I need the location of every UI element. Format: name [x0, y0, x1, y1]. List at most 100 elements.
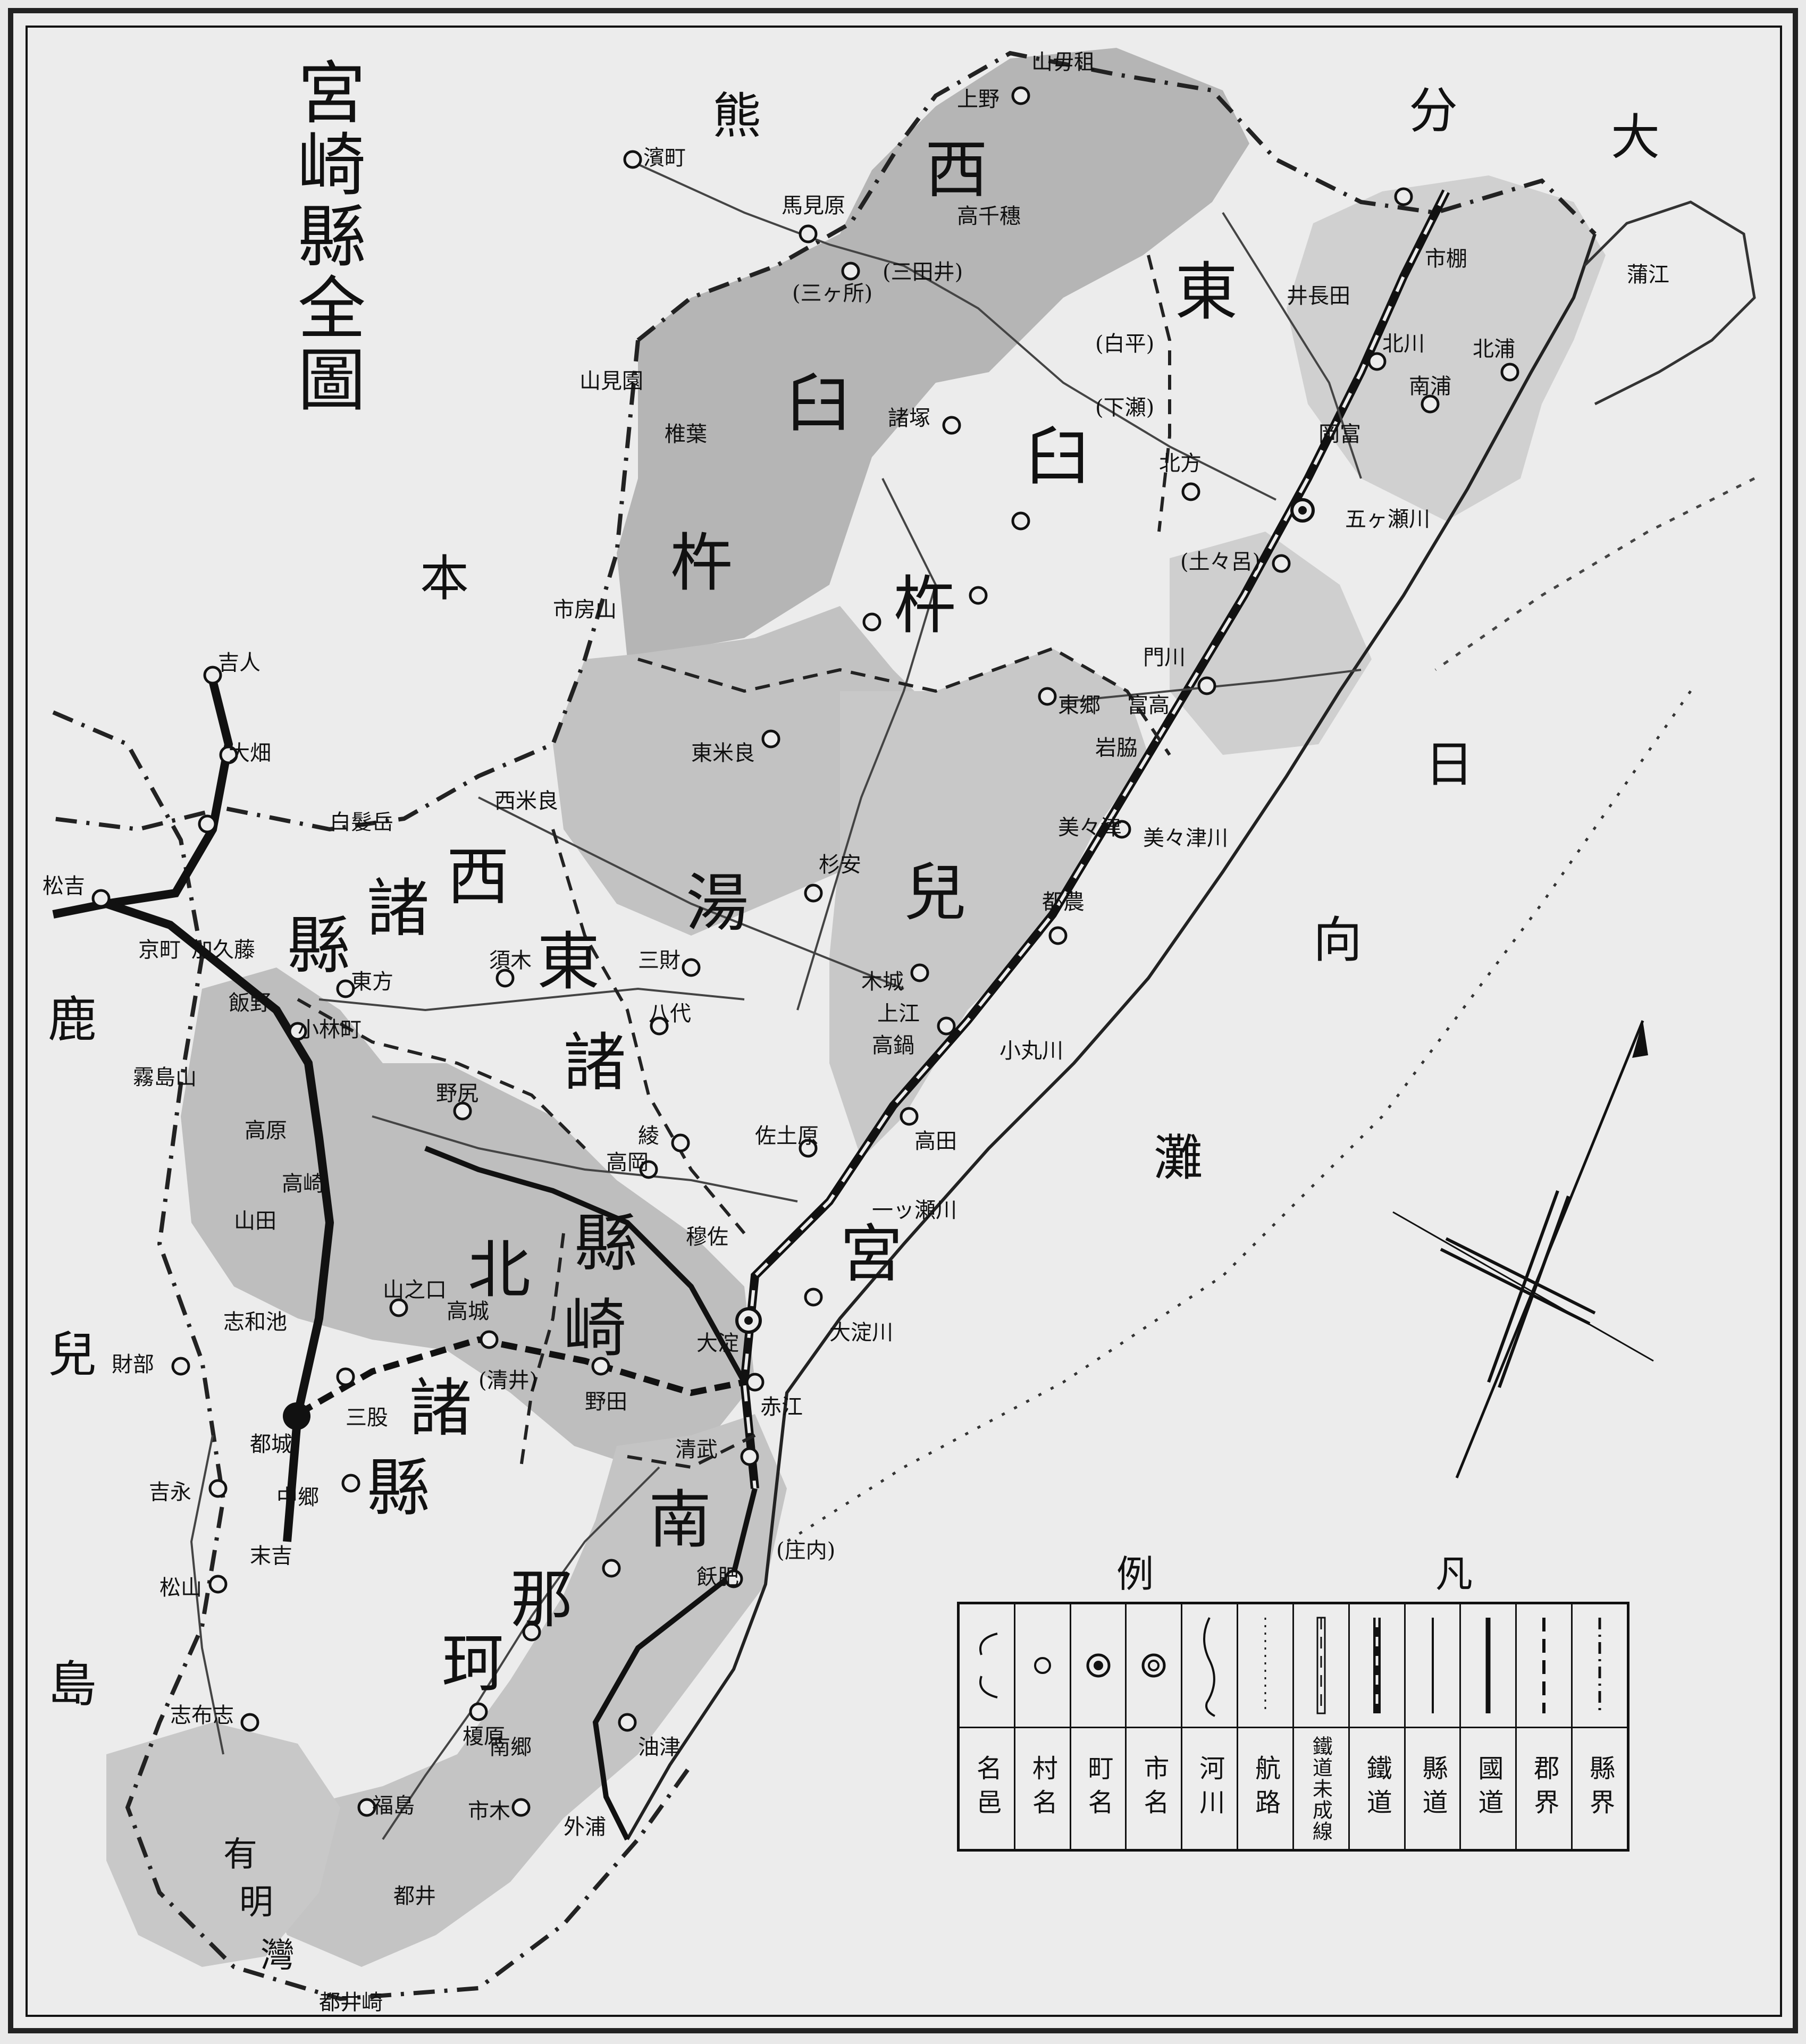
village-marker-kobayashi	[288, 1022, 307, 1041]
place-label-kamino: 上野	[957, 87, 999, 112]
dot-circle-icon	[1086, 1653, 1111, 1678]
place-label-mukasa: 穆佐	[686, 1225, 728, 1249]
paren-icon	[979, 1633, 998, 1698]
village-marker-matsuyama	[208, 1575, 228, 1594]
place-label-kijo: 木城	[861, 970, 904, 994]
map-title-5: 圖	[298, 341, 372, 420]
village-marker-obi	[724, 1569, 743, 1588]
village-marker-ebino	[522, 1622, 541, 1642]
village-marker-nita	[900, 1107, 919, 1126]
place-label-minamiura: 南浦	[1409, 374, 1451, 399]
city-marker-nobeoka-center	[1298, 506, 1307, 515]
dash-line-icon	[1542, 1618, 1546, 1713]
district-label-higashiusuki-2: 臼	[1026, 420, 1089, 493]
place-label-haibara: 榎原	[463, 1725, 505, 1749]
district-koyu-coast-area	[829, 649, 1148, 1159]
place-label-aya: 綾	[638, 1124, 659, 1148]
place-label-miyakonojo: 都城	[250, 1432, 292, 1457]
village-marker-oyodo	[804, 1288, 823, 1307]
unfinished-rail-icon	[1316, 1617, 1326, 1714]
village-marker-mimitsu	[1112, 820, 1131, 839]
place-label-matsuyoshi: 松吉	[43, 874, 85, 898]
place-label-sueyoshi: 末吉	[250, 1544, 292, 1568]
legend-item-kokudo: 國道	[1461, 1604, 1517, 1849]
place-label-sugiyasu: 杉安	[819, 853, 861, 877]
place-label-aburatsu: 油津	[638, 1735, 681, 1760]
place-label-shiragadake: 白髮岳	[330, 810, 393, 835]
place-label-takarabe: 財部	[112, 1352, 154, 1377]
legend-item-sonmei: 村名	[1015, 1604, 1071, 1849]
village-marker-takajo	[389, 1298, 408, 1317]
village-marker-matsuyoshi	[91, 889, 111, 908]
village-markers	[91, 86, 1519, 1817]
place-label-yamada: 山田	[234, 1209, 276, 1233]
shaded-districts	[106, 48, 1606, 1967]
village-marker-suki	[495, 969, 515, 988]
place-label-iwawaki: 岩脇	[1095, 736, 1138, 760]
place-label-noda: 野田	[585, 1390, 627, 1414]
miyakonojo-railway	[296, 1336, 745, 1417]
ariake-bay-area	[106, 1722, 340, 1967]
place-label-shounai: (庄内)	[776, 1538, 835, 1563]
map-title-1: 宮	[298, 54, 372, 133]
legend-table: 名邑 村名 町名 市名 河川 航路 鐵道未成線 鐵道	[957, 1602, 1629, 1852]
district-label-nishimorokata-2: 諸	[367, 872, 430, 945]
place-label-ichitana: 市棚	[1425, 247, 1467, 271]
district-kitamorokata-area	[181, 968, 755, 1467]
place-label-yatake: 大畑	[229, 741, 271, 766]
village-marker-takaoka	[639, 1160, 658, 1179]
legend-label-kouro: 航路	[1250, 1754, 1281, 1823]
place-label-yamagasa: 山毋租	[1031, 50, 1095, 74]
city-marker-miyakonojo	[283, 1402, 310, 1430]
map-legend: 例 凡 名邑 村名 町名 市名 河川 航路 鐵道未成線	[957, 1544, 1629, 1853]
sea-label-ariake-2: 明	[239, 1883, 273, 1922]
village-marker-morotsuka	[942, 416, 961, 435]
circle-icon	[1034, 1657, 1051, 1674]
place-label-higashimera: 東米良	[691, 741, 755, 766]
district-label-nishimorokata-3: 縣	[287, 909, 350, 982]
coastline-northeast	[1583, 200, 1756, 406]
province-label-kumamoto-1: 熊	[712, 88, 761, 145]
village-marker-yamanokuchi	[336, 1367, 355, 1386]
district-label-nishiusuki-2: 臼	[787, 367, 850, 440]
village-marker-nishigou	[969, 586, 988, 605]
legend-label-choumei: 町名	[1083, 1754, 1113, 1823]
place-label-oyodogawa: 大淀川	[829, 1320, 893, 1345]
village-marker-minamiura	[1421, 394, 1440, 414]
place-label-takasaki: 高崎	[282, 1172, 324, 1196]
place-label-obi: 飫肥	[696, 1565, 739, 1589]
thick-line-icon	[1485, 1618, 1491, 1713]
district-boundaries	[297, 255, 1171, 1469]
district-minaminaka-area	[255, 1414, 787, 1967]
roads-and-rivers	[190, 158, 1362, 1840]
place-label-morotsuka: 諸塚	[888, 406, 930, 431]
village-marker-yatake	[219, 745, 238, 764]
compass-cross-icon	[1392, 1190, 1654, 1389]
legend-item-shimei: 市名	[1127, 1604, 1183, 1849]
place-label-fukushima: 福島	[372, 1794, 415, 1818]
place-label-kamie: 上江	[877, 1002, 920, 1026]
city-marker-miyazaki-center	[744, 1316, 753, 1325]
place-label-sanzai: 三財	[638, 948, 681, 973]
place-label-oyodo: 大淀	[696, 1331, 739, 1356]
village-marker-mitsunoshiro	[682, 958, 701, 977]
sea-label-ariake-1: 有	[223, 1835, 257, 1874]
district-label-higashimorokata-3: 縣	[574, 1207, 637, 1280]
place-label-nakagou: 中郷	[276, 1485, 319, 1510]
place-label-shiwachi: 志和池	[223, 1310, 287, 1334]
sea-label-ariake-3: 灣	[261, 1936, 295, 1975]
village-marker-kitagawa	[1367, 352, 1387, 371]
place-label-okatomi: 岡富	[1318, 422, 1361, 447]
village-marker-shimizu	[480, 1330, 499, 1349]
district-label-koyu-1: 湯	[686, 867, 749, 940]
place-label-nangou: 南郷	[489, 1735, 532, 1760]
village-marker-shibushi	[240, 1713, 259, 1732]
legend-item-kenkai: 縣界	[1573, 1604, 1627, 1849]
legend-item-tetsudo-misei: 鐵道未成線	[1293, 1604, 1350, 1849]
place-label-kitaura: 北浦	[1473, 337, 1515, 361]
village-marker-kakutou	[198, 814, 217, 834]
place-label-totoro: (土々呂)	[1180, 550, 1261, 574]
place-label-suki: 須木	[489, 948, 532, 973]
legend-item-gunkai: 郡界	[1517, 1604, 1573, 1849]
village-marker-ichitana	[1394, 187, 1413, 206]
